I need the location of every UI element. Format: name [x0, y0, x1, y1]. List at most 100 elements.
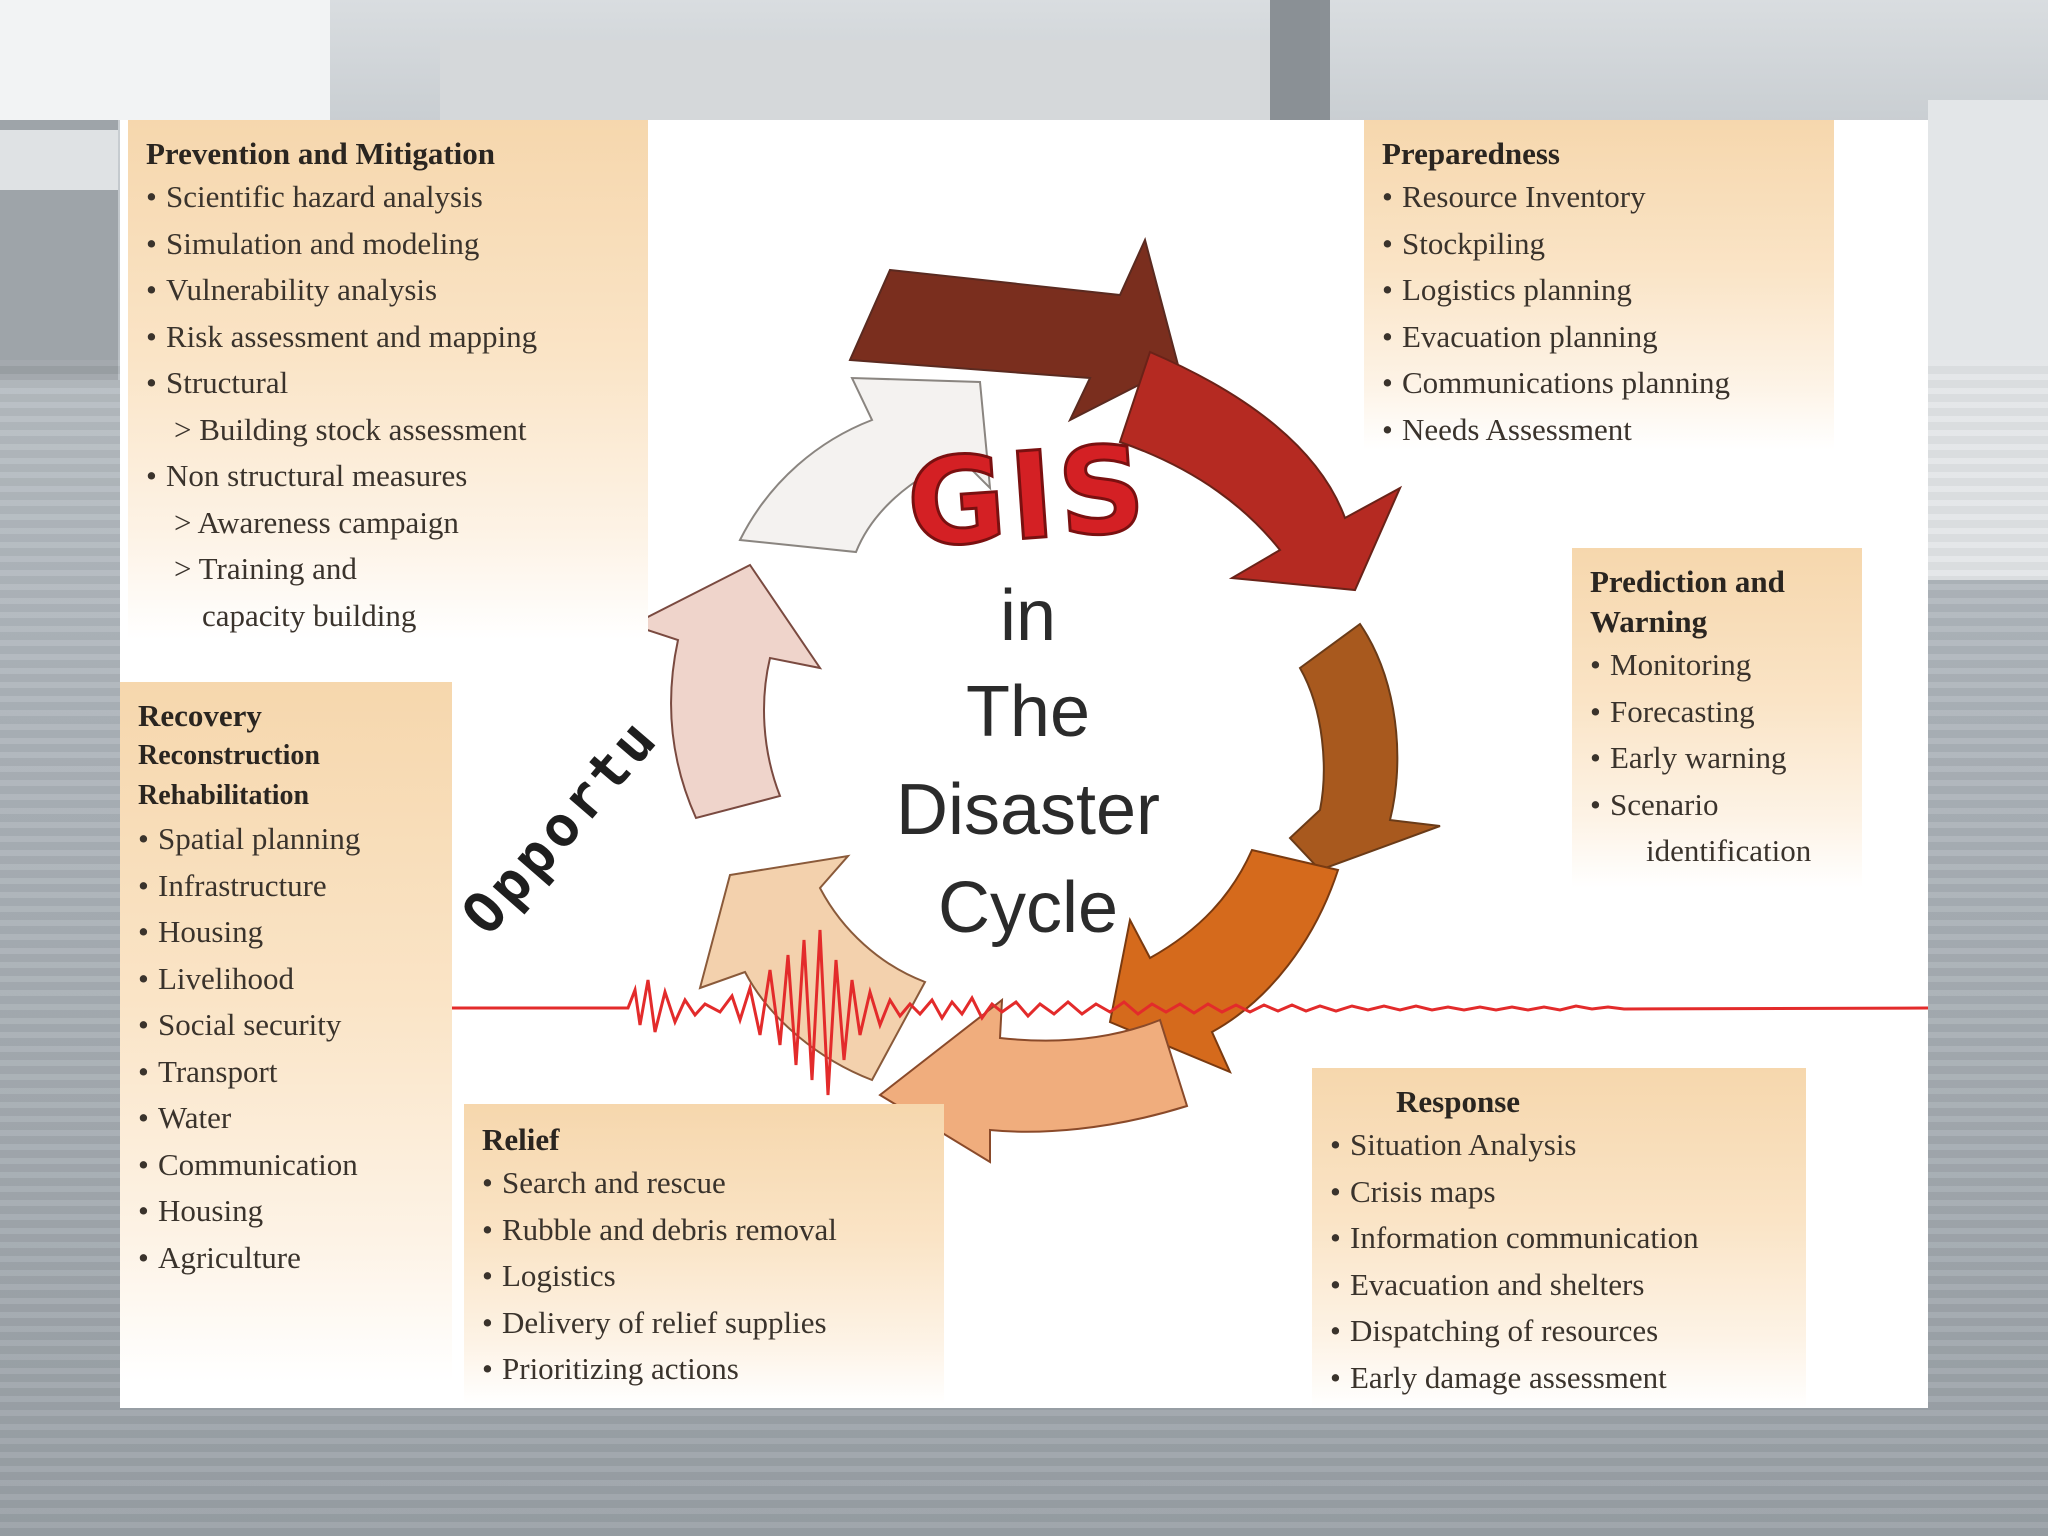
list-item: •Non structural measures — [146, 453, 636, 500]
cycle-arrow-4 — [1108, 848, 1340, 1074]
list-item: identification — [1590, 828, 1852, 875]
bullet-icon: • — [1590, 786, 1601, 822]
bullet-icon: • — [1382, 411, 1393, 447]
list-item-text: Delivery of relief supplies — [502, 1304, 827, 1340]
prevention-list: •Scientific hazard analysis•Simulation a… — [146, 174, 636, 639]
bullet-icon: • — [146, 225, 157, 261]
preparedness-title: Preparedness — [1382, 136, 1560, 171]
list-item-text: identification — [1646, 833, 1812, 868]
bullet-icon: • — [482, 1351, 493, 1386]
list-item: > Awareness campaign — [146, 500, 636, 547]
bullet-icon: • — [1382, 225, 1393, 261]
background-pole — [1270, 0, 1330, 120]
diagram-panel: Opportunity GIS in The Disaster Cycle Pr… — [120, 120, 1928, 1408]
relief-title: Relief — [482, 1122, 560, 1157]
bullet-icon: • — [1590, 740, 1601, 775]
prevention-title: Prevention and Mitigation — [146, 136, 496, 171]
bullet-icon: • — [146, 272, 157, 307]
list-item: •Rubble and debris removal — [482, 1207, 934, 1254]
bullet-icon: • — [482, 1258, 493, 1293]
bullet-icon: • — [1330, 1266, 1341, 1302]
list-item-text: Livelihood — [158, 960, 295, 996]
list-item-text: > Building stock assessment — [174, 411, 527, 447]
list-item-text: Vulnerability analysis — [166, 272, 438, 307]
cycle-arrow-6 — [698, 854, 927, 1082]
bullet-icon: • — [138, 1100, 149, 1135]
list-item-text: Agriculture — [158, 1239, 301, 1275]
recovery-title-line2: Reconstruction — [138, 740, 320, 771]
list-item: •Logistics planning — [1382, 267, 1822, 314]
list-item-text: Scenario — [1610, 786, 1719, 822]
bullet-icon: • — [1590, 647, 1601, 682]
list-item-text: Spatial planning — [158, 821, 361, 856]
list-item: •Evacuation planning — [1382, 314, 1822, 361]
list-item-text: Scientific hazard analysis — [166, 179, 483, 214]
center-title: GIS — [828, 418, 1228, 577]
list-item-text: Evacuation and shelters — [1350, 1266, 1645, 1302]
bullet-icon: • — [138, 821, 149, 856]
prediction-title-line2: Warning — [1590, 604, 1708, 639]
list-item: • Resource Inventory — [1382, 174, 1822, 221]
list-item: •Structural — [146, 360, 636, 407]
bullet-icon: • — [1330, 1313, 1341, 1348]
response-list: •Situation Analysis•Crisis maps•Informat… — [1330, 1122, 1796, 1401]
list-item: •Early damage assessment — [1330, 1355, 1796, 1402]
list-item: • Spatial planning — [138, 816, 442, 863]
bullet-icon: • — [1590, 693, 1601, 729]
center-word-disaster: Disaster — [895, 770, 1161, 850]
list-item-text: Early warning — [1610, 740, 1787, 775]
cycle-arrow-8 — [738, 376, 992, 554]
list-item: • Prioritizing actions — [482, 1346, 934, 1393]
bullet-icon: • — [138, 914, 149, 949]
bullet-icon: • — [138, 1007, 149, 1042]
bullet-icon: • — [1330, 1127, 1341, 1162]
relief-box: Relief •Search and rescue•Rubble and deb… — [464, 1104, 944, 1404]
bullet-icon: • — [1382, 272, 1393, 307]
list-item: •Risk assessment and mapping — [146, 314, 636, 361]
list-item-text: Water — [158, 1100, 232, 1135]
list-item: • Logistics — [482, 1253, 934, 1300]
list-item: > Training and — [146, 546, 636, 593]
bullet-icon: • — [138, 867, 149, 903]
bullet-icon: • — [138, 1239, 149, 1275]
center-word-the: The — [965, 672, 1091, 752]
cycle-arrow-3 — [1288, 622, 1441, 872]
list-item: • Situation Analysis — [1330, 1122, 1796, 1169]
bullet-icon: • — [1382, 179, 1393, 214]
list-item: •Evacuation and shelters — [1330, 1262, 1796, 1309]
list-item-text: Logistics — [502, 1258, 616, 1293]
bullet-icon: • — [138, 1053, 149, 1089]
list-item: •Stockpiling — [1382, 221, 1822, 268]
bullet-icon: • — [1330, 1359, 1341, 1395]
background-window — [0, 130, 118, 190]
list-item-text: Communication — [158, 1146, 358, 1182]
list-item: •Agriculture — [138, 1235, 442, 1282]
list-item-text: Risk assessment and mapping — [166, 318, 538, 354]
list-item-text: Social security — [158, 1007, 342, 1042]
list-item: •Communications planning — [1382, 360, 1822, 407]
bullet-icon: • — [1382, 365, 1393, 400]
list-item-text: Situation Analysis — [1350, 1127, 1577, 1162]
list-item: • Monitoring — [1590, 642, 1852, 689]
list-item: •Scenario — [1590, 782, 1852, 829]
bullet-icon: • — [482, 1211, 493, 1247]
list-item: • Early warning — [1590, 735, 1852, 782]
recovery-title-line1: Recovery — [138, 698, 262, 733]
center-word-cycle: Cycle — [937, 868, 1119, 948]
cycle-arrow-1 — [848, 237, 1180, 423]
list-item-text: Housing — [158, 1193, 264, 1228]
list-item: • Social security — [138, 1002, 442, 1049]
list-item-text: Prioritizing actions — [502, 1351, 739, 1386]
list-item: •Delivery of relief supplies — [482, 1300, 934, 1347]
list-item: •Infrastructure — [138, 863, 442, 910]
list-item: > Building stock assessment — [146, 407, 636, 454]
list-item-text: Needs Assessment — [1402, 411, 1632, 447]
list-item-text: Monitoring — [1610, 647, 1752, 682]
list-item-text: Infrastructure — [158, 867, 327, 903]
list-item-text: > Awareness campaign — [174, 504, 459, 540]
list-item: •Livelihood — [138, 956, 442, 1003]
list-item-text: Crisis maps — [1350, 1173, 1496, 1209]
list-item-text: Resource Inventory — [1402, 179, 1646, 214]
seismograph-line — [390, 929, 1928, 1096]
bullet-icon: • — [138, 1193, 149, 1228]
